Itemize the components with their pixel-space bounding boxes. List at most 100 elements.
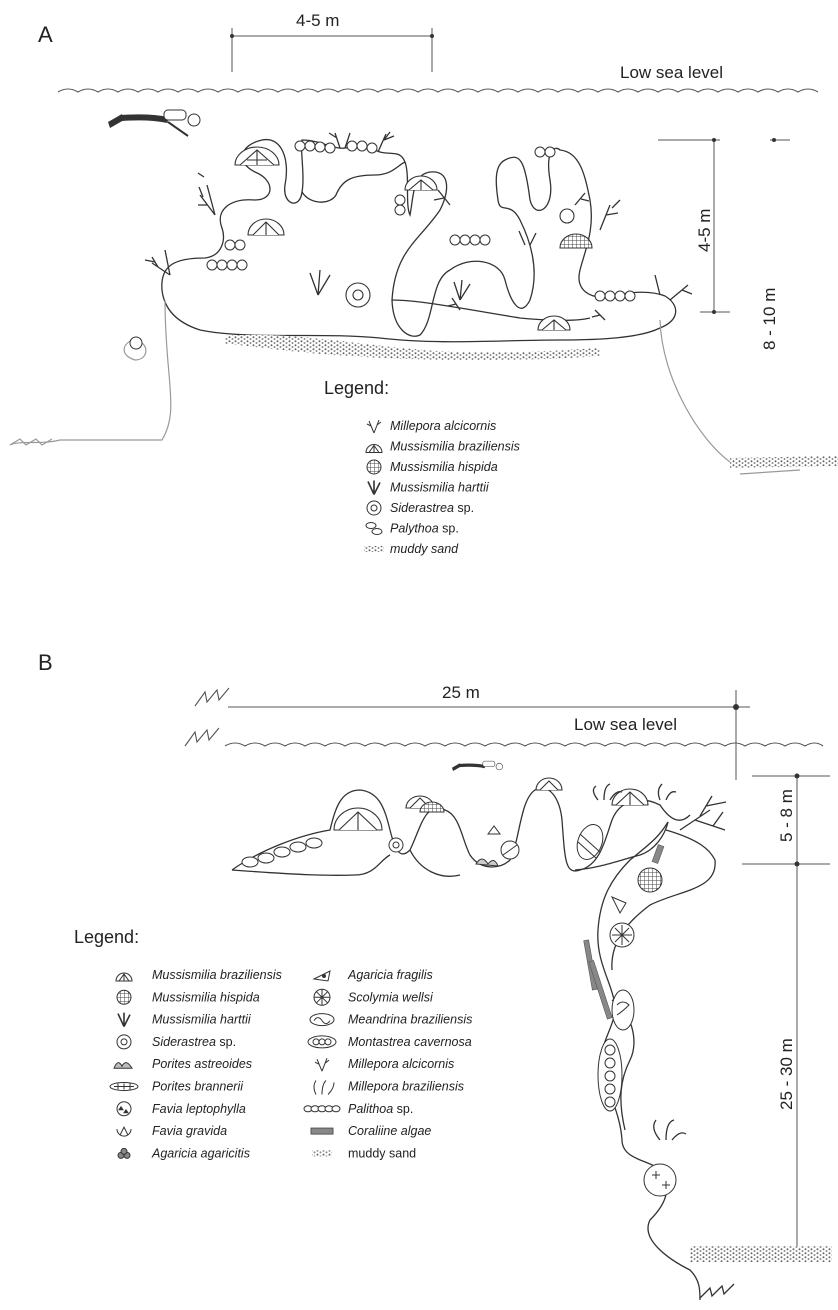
mussismilia-hispida-icon <box>117 990 131 1004</box>
legend-label: Mussismilia braziliensis <box>152 968 282 982</box>
mussismilia-harttii-icon <box>368 481 380 495</box>
panel-b-sea-surface <box>225 743 823 746</box>
legend-label: Scolymia wellsi <box>348 990 434 1004</box>
panel-b-mussismilia-hispida-colony <box>638 868 662 892</box>
legend-item: Mussismilia braziliensis <box>116 968 282 982</box>
legend-label: Millepora alcicornis <box>348 1057 454 1071</box>
legend-item: Favia gravida <box>117 1124 227 1138</box>
legend-label: Palithoa sp. <box>348 1102 413 1116</box>
legend-item: Siderastrea sp. <box>117 1035 236 1049</box>
panel-b-palithoa-colonies <box>242 838 322 867</box>
legend-label: Palythoa sp. <box>390 522 459 536</box>
porites-astreoides-icon <box>114 1063 132 1069</box>
legend-item: Montastrea cavernosa <box>308 1035 472 1049</box>
legend-item: Millepora braziliensis <box>314 1080 464 1095</box>
panel-a-sea-level-label: Low sea level <box>620 63 723 82</box>
panel-a-height-label: 4-5 m <box>695 209 714 252</box>
panel-a-muddy-sand <box>225 335 600 360</box>
legend-label: muddy sand <box>348 1146 416 1160</box>
porites-brannerii-icon <box>110 1083 138 1091</box>
legend-item: Scolymia wellsi <box>314 989 434 1005</box>
panel-a-right-muddy-sand <box>730 456 838 468</box>
panel-a-siderastrea-colony <box>560 209 574 223</box>
palithoa-icon <box>304 1106 340 1112</box>
panel-a-letter: A <box>38 22 53 47</box>
legend-item: Meandrina braziliensis <box>310 1013 472 1027</box>
panel-b-lower-depth-label: 25 - 30 m <box>777 1038 796 1110</box>
meandrina-braziliensis-icon <box>310 1014 334 1026</box>
panel-a-legend-title: Legend: <box>324 378 389 398</box>
agaricia-fragilis-icon <box>314 971 330 981</box>
panel-a-mussismilia-hispida-colony <box>560 234 592 248</box>
siderastrea-icon <box>117 1035 131 1049</box>
legend-item: muddy sand <box>364 542 459 556</box>
legend-label: Coraliine algae <box>348 1124 431 1138</box>
legend-item: Porites astreoides <box>114 1057 252 1071</box>
legend-item: Millepora alcicornis <box>315 1057 454 1071</box>
legend-label: Favia gravida <box>152 1124 227 1138</box>
millepora-alcicornis-icon <box>315 1058 329 1071</box>
legend-label: Mussismilia harttii <box>152 1013 252 1027</box>
panel-b-diver-icon <box>452 761 503 771</box>
panel-a-right-slope <box>660 320 730 462</box>
coralline-algae-icon <box>311 1128 333 1134</box>
panel-a-width-label: 4-5 m <box>296 11 339 30</box>
legend-item: muddy sand <box>312 1146 416 1160</box>
legend-label: Mussismilia hispida <box>152 990 260 1004</box>
panel-a-sea-surface <box>58 89 818 92</box>
mussismilia-harttii-icon <box>118 1013 130 1027</box>
siderastrea-icon <box>367 501 381 515</box>
legend-label: Favia leptophylla <box>152 1102 246 1116</box>
favia-gravida-icon <box>117 1127 131 1136</box>
legend-label: Montastrea cavernosa <box>348 1035 472 1049</box>
legend-item: Siderastrea sp. <box>367 501 474 515</box>
panel-a-depth-label: 8 - 10 m <box>760 288 779 350</box>
legend-label: Millepora alcicornis <box>390 419 496 433</box>
panel-a-diver-icon <box>108 110 200 136</box>
legend-item: Mussismilia braziliensis <box>366 440 520 454</box>
panel-a: A 4-5 m Low sea level <box>10 11 838 556</box>
legend-item: Mussismilia hispida <box>367 460 498 474</box>
legend-item: Palithoa sp. <box>304 1102 413 1116</box>
legend-label: Mussismilia braziliensis <box>390 440 520 454</box>
agaricia-agaricitis-icon <box>118 1148 130 1158</box>
panel-b-width-label: 25 m <box>442 683 480 702</box>
legend-item: Mussismilia harttii <box>118 1013 252 1027</box>
muddy-sand-icon <box>364 546 384 552</box>
legend-item: Millepora alcicornis <box>367 419 496 433</box>
panel-b-bottom-muddy-sand <box>690 1246 832 1262</box>
mussismilia-braziliensis-icon <box>116 973 132 981</box>
muddy-sand-icon <box>312 1150 332 1156</box>
legend-label: Mussismilia hispida <box>390 460 498 474</box>
panel-b-small-colonies <box>389 821 676 1196</box>
panel-a-mussismilia-braziliensis-colonies <box>235 147 570 330</box>
millepora-braziliensis-icon <box>314 1081 334 1095</box>
panel-a-mussismilia-harttii-colonies <box>310 231 536 300</box>
legend-item: Agaricia fragilis <box>314 968 433 982</box>
legend-item: Mussismilia harttii <box>368 481 490 495</box>
legend-label: Millepora braziliensis <box>348 1080 464 1094</box>
mussismilia-braziliensis-icon <box>366 445 382 453</box>
legend-label: Porites brannerii <box>152 1080 244 1094</box>
palythoa-icon <box>366 523 382 535</box>
legend-label: Siderastrea sp. <box>390 501 474 515</box>
millepora-alcicornis-icon <box>367 420 381 433</box>
panel-b-upper-depth-label: 5 - 8 m <box>777 789 796 842</box>
legend-item: Coraliine algae <box>311 1124 431 1138</box>
legend-label: Mussismilia harttii <box>390 481 490 495</box>
scolymia-wellsi-icon <box>314 989 330 1005</box>
panel-b-legend-title: Legend: <box>74 927 139 947</box>
panel-b: B 25 m Low sea level <box>38 650 832 1300</box>
legend-item: Mussismilia hispida <box>117 990 260 1004</box>
legend-item: Favia leptophylla <box>117 1102 246 1116</box>
legend-item: Agaricia agaricitis <box>118 1146 250 1160</box>
legend-label: Siderastrea sp. <box>152 1035 236 1049</box>
mussismilia-hispida-icon <box>367 460 381 474</box>
favia-leptophylla-icon <box>117 1102 131 1116</box>
panel-b-legend: Legend: Mussismilia braziliensisMussismi… <box>74 927 472 1160</box>
legend-label: Agaricia agaricitis <box>151 1146 250 1160</box>
panel-a-depth-scale: 4-5 m 8 - 10 m <box>658 138 790 350</box>
panel-a-left-slope <box>10 300 171 445</box>
legend-label: Agaricia fragilis <box>347 968 433 982</box>
